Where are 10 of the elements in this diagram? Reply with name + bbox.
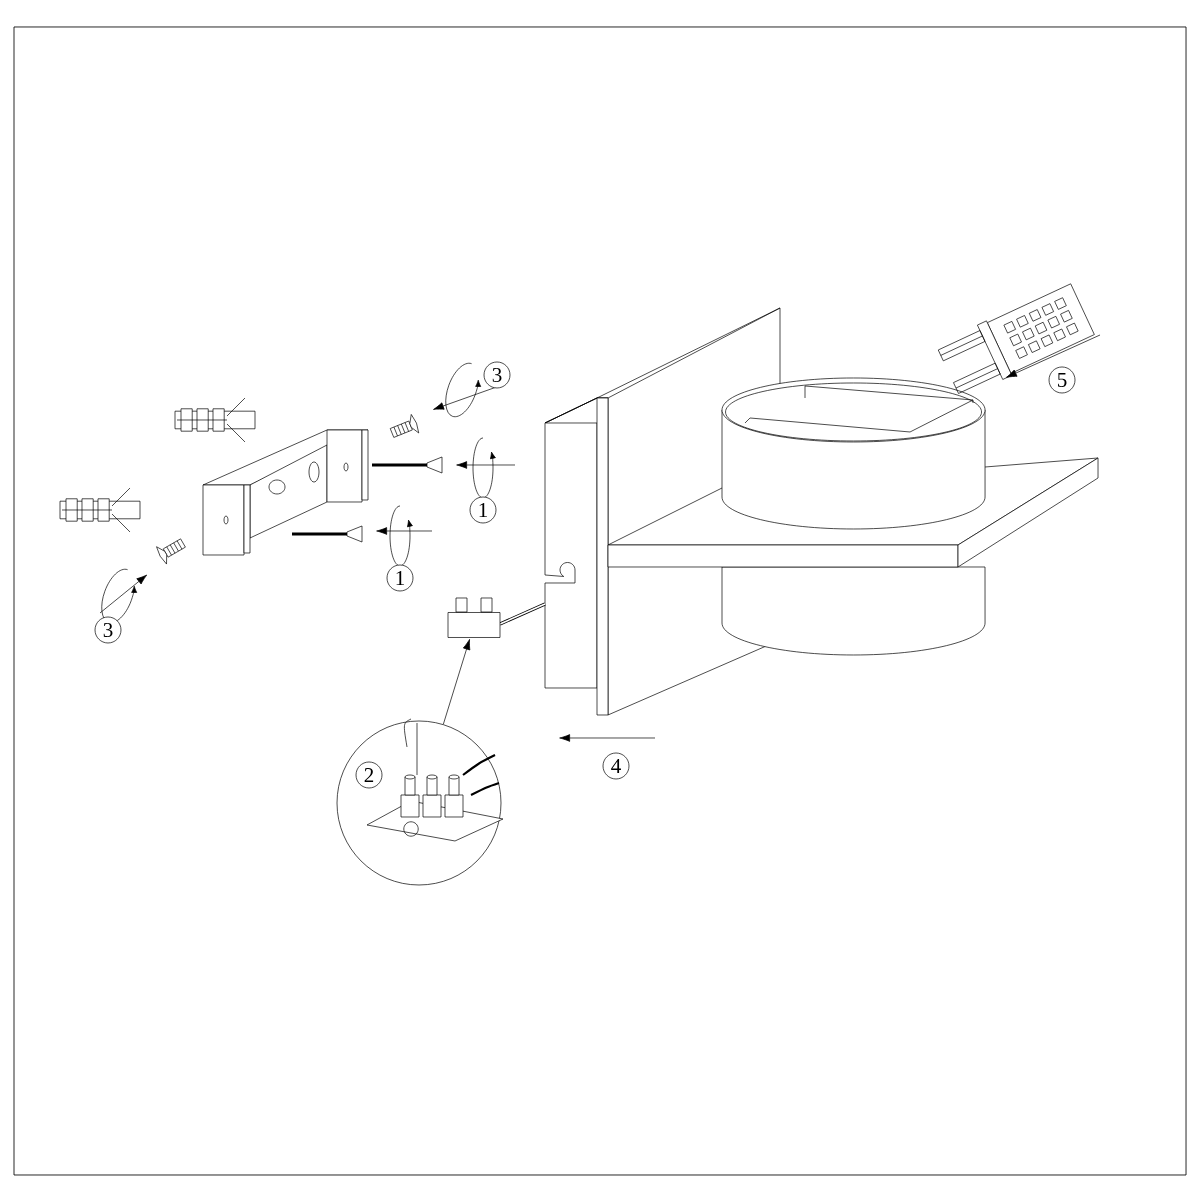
terminal-inset-drawing (336, 718, 504, 886)
connector-drawing (447, 597, 501, 638)
callout-number: 5 (1048, 366, 1076, 394)
callout-number: 3 (94, 616, 122, 644)
callout-number: 1 (386, 564, 414, 592)
arrow (442, 639, 471, 725)
callout-number: 1 (469, 496, 497, 524)
callout-number: 4 (602, 752, 630, 780)
callout-number: 2 (355, 761, 383, 789)
callout-number: 3 (483, 361, 511, 389)
